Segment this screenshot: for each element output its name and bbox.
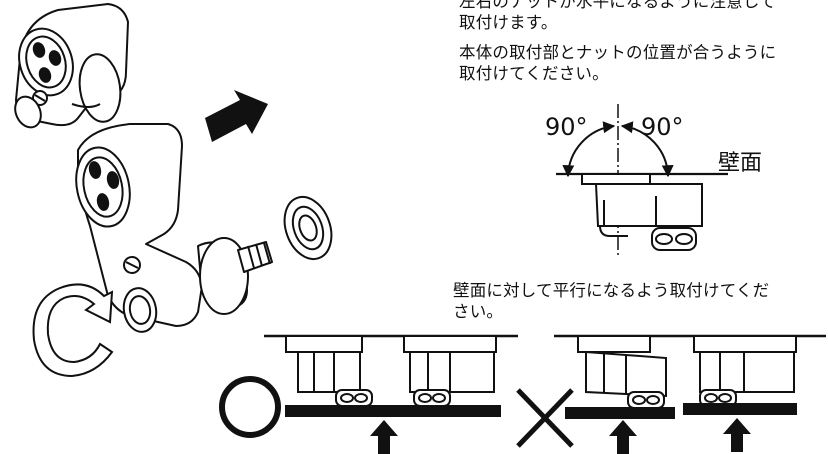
instruction-horizontal-nuts: 左右のナットが水平になるように注意して 取付けます。 [459,0,776,33]
direction-arrow [205,90,268,142]
correct-installation-diagram [264,334,518,454]
incorrect-mark-text: × [0,0,1,1]
instruction-line: 取付けます。 [459,13,558,32]
wall-label: 壁面 [718,151,763,176]
angle-diagram [556,104,728,256]
instruction-parallel-wall: 壁面に対して平行になるよう取付けてくだ さい。 [453,280,769,322]
rotation-arrow [32,283,114,378]
incorrect-mark: × [0,0,574,448]
correct-mark: ○ [0,0,281,438]
instruction-align-mount: 本体の取付部とナットの位置が合うように 取付けてください。 [459,42,776,84]
instruction-line: 左右のナットが水平になるように注意して [459,0,776,11]
correct-mark-text: ○ [0,0,1,1]
incorrect-installation-diagram [554,334,826,454]
faucet-leg-large-illustration [75,123,273,333]
instruction-line: さい。 [453,302,504,321]
faucet-leg-small-illustration [14,3,129,129]
instruction-line: 壁面に対して平行になるよう取付けてくだ [453,281,770,300]
instruction-line: 取付けてください。 [459,64,609,83]
nut-illustration [283,196,333,260]
instruction-line: 本体の取付部とナットの位置が合うように [459,43,777,62]
